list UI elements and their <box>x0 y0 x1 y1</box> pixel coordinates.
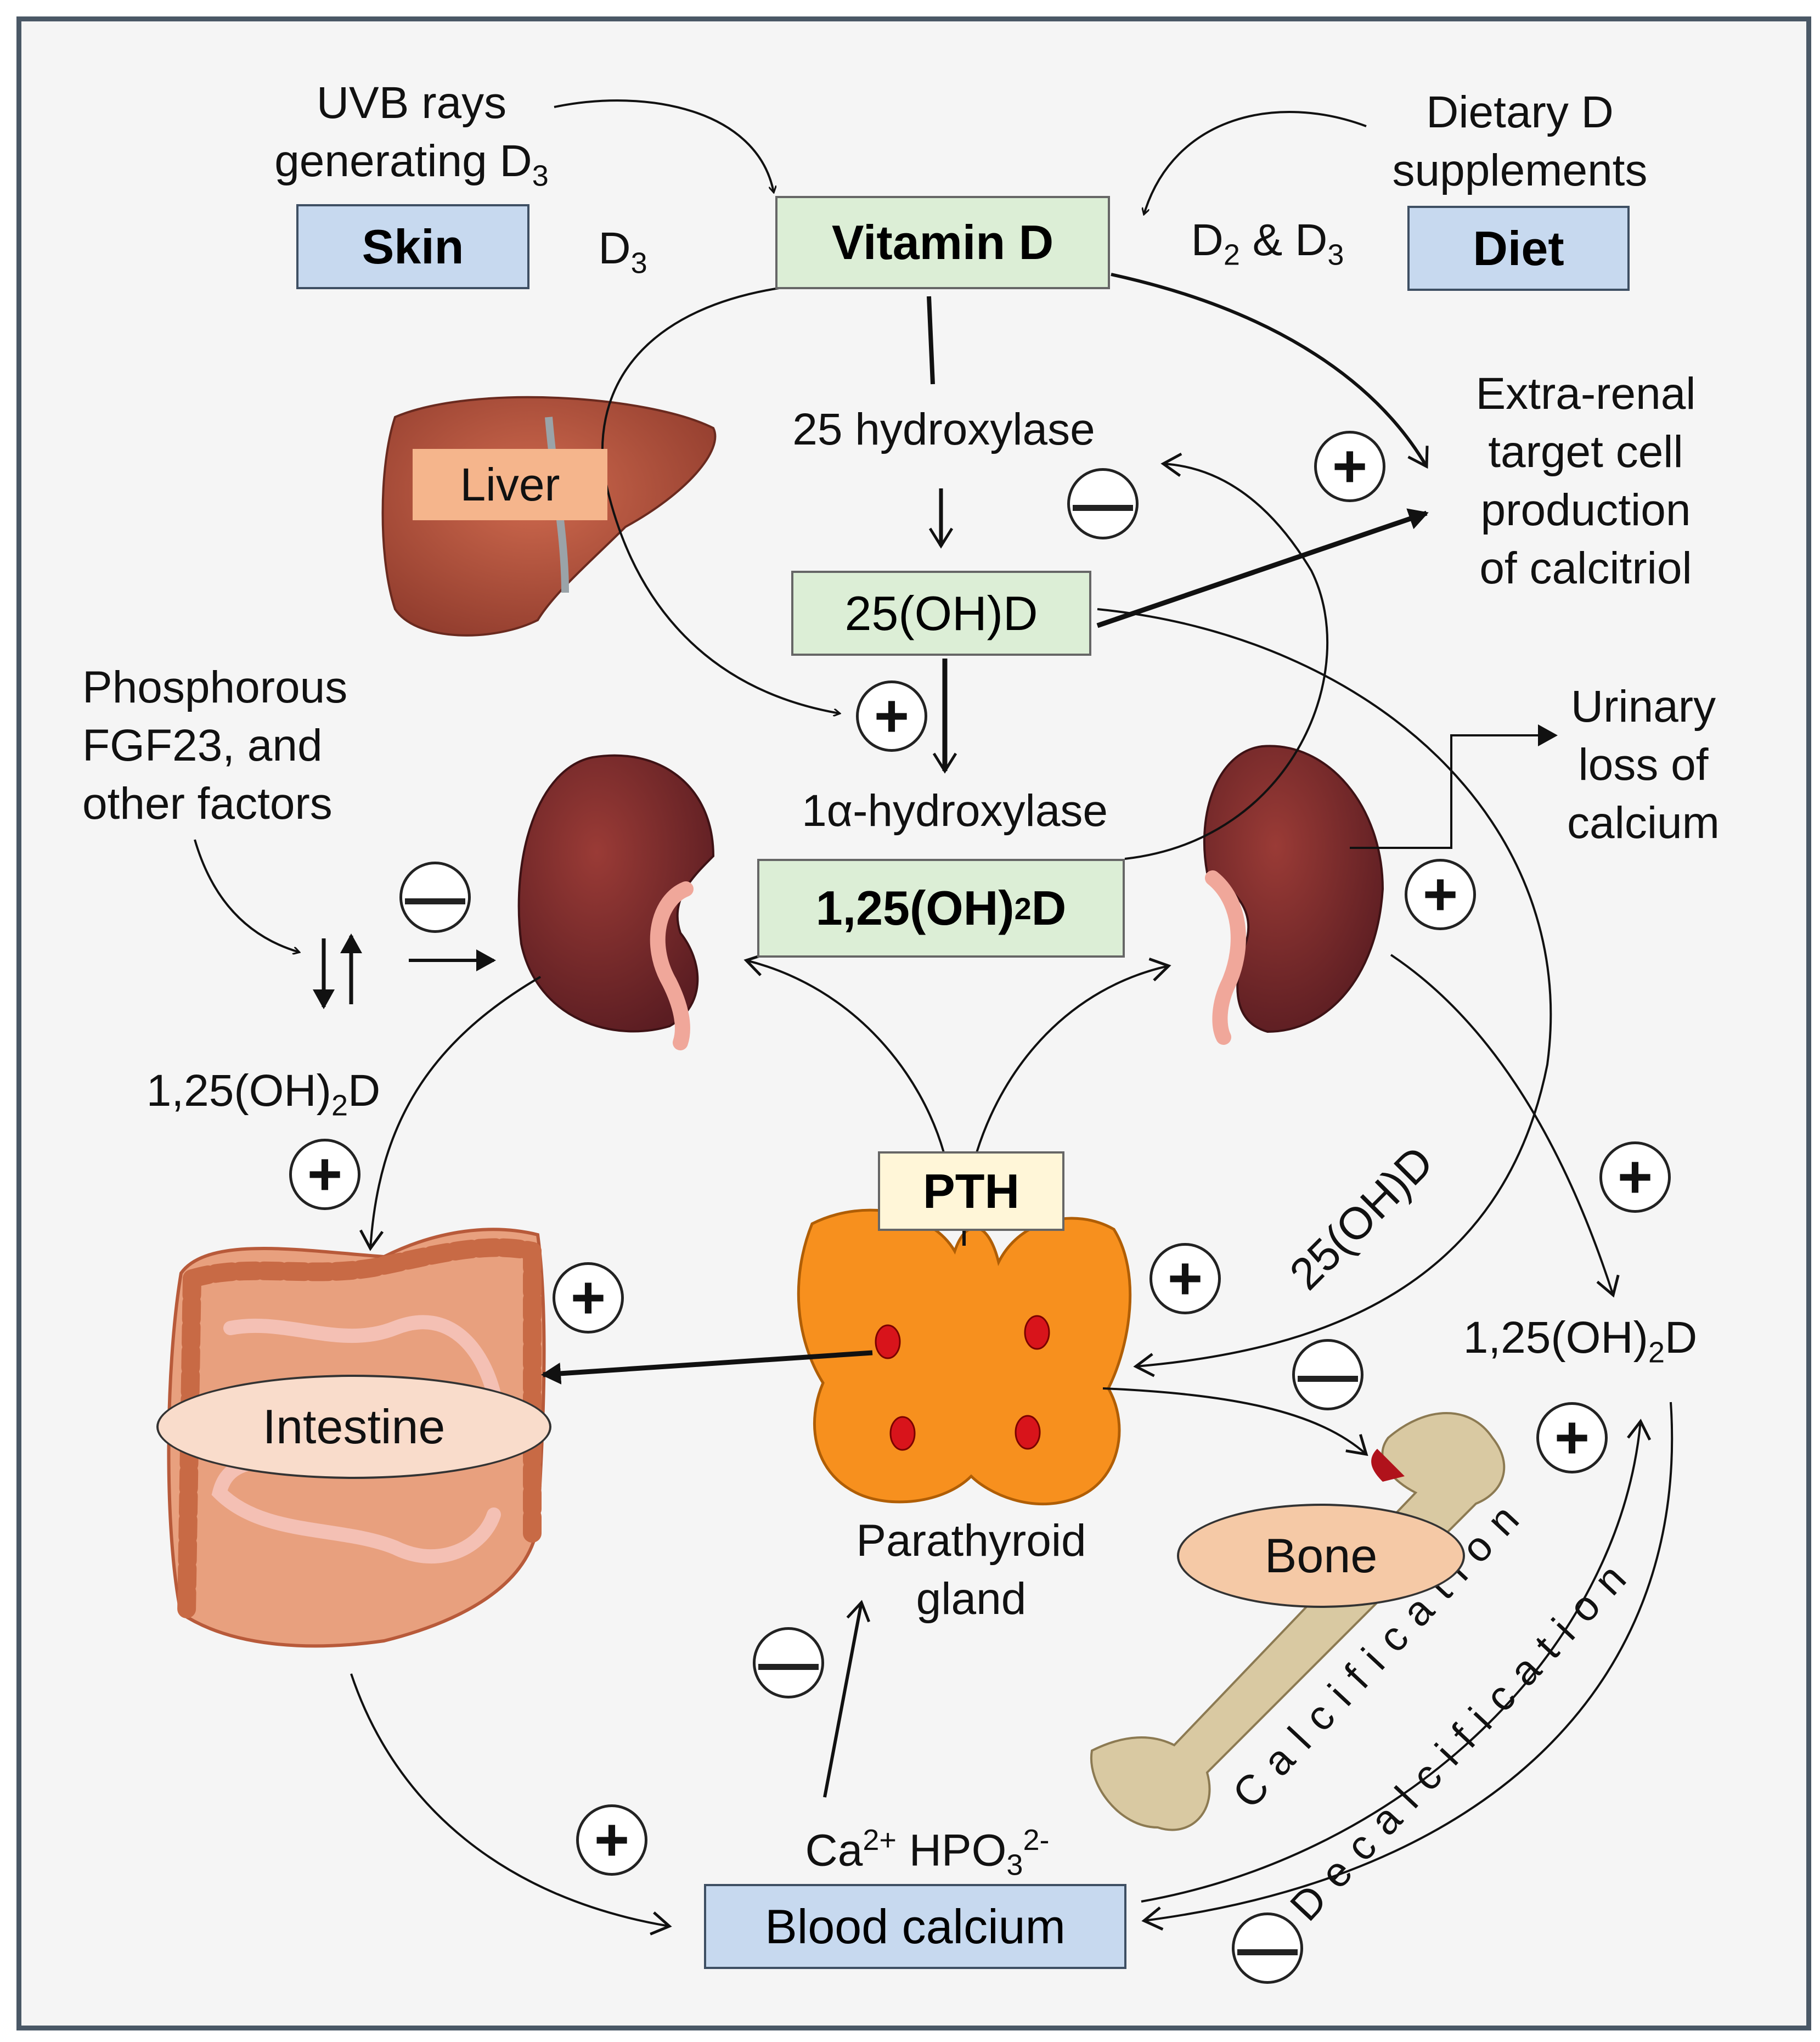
phosphorous-line-3: other factors <box>82 779 333 829</box>
minus-sign-phosphorous: — <box>399 862 471 933</box>
25ohd-box: 25(OH)D <box>791 571 1091 656</box>
rotated-25ohd-label: 25(OH)D <box>1280 1137 1443 1299</box>
urinary-line-1: Urinary <box>1570 682 1716 732</box>
extra-renal-line-3: production <box>1480 485 1691 535</box>
right-calcitriol-end: D <box>1665 1313 1698 1363</box>
minus-sign-25-hydroxylase: — <box>1067 468 1139 539</box>
dietary-label: Dietary D supplements <box>1355 83 1684 200</box>
plus-sign-urinary: + <box>1405 859 1476 930</box>
extra-renal-line-4: of calcitriol <box>1479 543 1692 593</box>
urinary-line-2: loss of <box>1578 740 1709 790</box>
d2-sub: 2 <box>1223 238 1240 272</box>
phosphorous-line-1: Phosphorous <box>82 662 348 712</box>
diet-box: Diet <box>1407 206 1630 291</box>
ca-sup: 2+ <box>863 1824 897 1857</box>
parathyroid-illustration <box>797 1208 1132 1506</box>
d3-text: D <box>598 223 631 273</box>
ions-label: Ca2+ HPO32- <box>757 1811 1097 1894</box>
phosphorous-line-2: FGF23, and <box>82 721 323 770</box>
extra-renal-label: Extra-renal target cell production of ca… <box>1405 365 1767 598</box>
right-calcitriol-label: 1,25(OH)2D <box>1427 1309 1734 1381</box>
diagram-frame <box>16 16 1811 2030</box>
intestine-label: Intestine <box>156 1375 551 1479</box>
plus-sign-parathyroid: + <box>1150 1243 1221 1314</box>
plus-sign-right-kidney: + <box>1599 1141 1671 1213</box>
ca-text: Ca <box>805 1825 863 1876</box>
d3b-sub: 3 <box>1327 238 1344 272</box>
plus-sign-calcification: + <box>1536 1402 1608 1473</box>
left-calcitriol-end: D <box>348 1066 381 1116</box>
right-calcitriol-text: 1,25(OH) <box>1463 1313 1648 1363</box>
left-calcitriol-sub: 2 <box>331 1089 348 1122</box>
d2-text: D <box>1191 215 1224 265</box>
uvb-line2-text: generating D <box>274 136 532 186</box>
left-calcitriol-text: 1,25(OH) <box>146 1066 331 1116</box>
arrows <box>194 99 1674 1926</box>
skin-box: Skin <box>296 204 529 289</box>
extra-renal-line-1: Extra-renal <box>1475 369 1696 419</box>
right-calcitriol-sub: 2 <box>1648 1336 1665 1369</box>
plus-sign-intestine: + <box>553 1262 624 1334</box>
calcitriol-end: D <box>1031 881 1067 935</box>
calcitriol-sub: 2 <box>1014 891 1032 926</box>
plus-sign-blood-calcium: + <box>576 1804 647 1876</box>
d3-label: D3 <box>587 220 658 292</box>
calcitriol-text: 1,25(OH) <box>815 881 1015 935</box>
d3-mid: & D <box>1239 215 1328 265</box>
minus-sign-bone: — <box>1292 1339 1363 1410</box>
bone-label: Bone <box>1177 1504 1465 1608</box>
uvb-label: UVB rays generating D3 <box>219 74 604 205</box>
minus-sign-decalcification: — <box>1232 1912 1303 1984</box>
liver-label: Liver <box>413 449 607 520</box>
25-hydroxylase-label: 25 hydroxylase <box>792 404 1095 454</box>
plus-sign-extra-renal: + <box>1314 431 1385 502</box>
uvb-line1: UVB rays <box>316 78 507 128</box>
parathyroid-line-1: Parathyroid <box>856 1516 1086 1566</box>
left-kidney-illustration <box>517 754 715 1050</box>
phosphorous-label: Phosphorous FGF23, and other factors <box>82 659 347 833</box>
plus-sign-1alpha: + <box>856 680 927 752</box>
right-kidney-illustration <box>1203 745 1384 1045</box>
d2-d3-label: D2 & D3 <box>1163 211 1372 284</box>
minus-sign-parathyroid-feedback: — <box>753 1627 824 1698</box>
blood-calcium-box: Blood calcium <box>704 1884 1126 1969</box>
dietary-line2: supplements <box>1392 145 1648 195</box>
hpo-sup: 2- <box>1023 1824 1050 1857</box>
hpo-sub: 3 <box>1006 1848 1023 1882</box>
d3-sub: 3 <box>630 246 647 280</box>
extra-renal-line-2: target cell <box>1488 427 1683 477</box>
1alpha-hydroxylase-label: 1α-hydroxylase <box>802 786 1108 836</box>
urinary-label: Urinary loss of calcium <box>1542 678 1745 852</box>
urinary-line-3: calcium <box>1567 798 1720 848</box>
pth-box: PTH <box>878 1151 1064 1231</box>
uvb-line2: generating D3 <box>219 132 604 205</box>
vitamin-d-box: Vitamin D <box>775 196 1110 289</box>
hpo-text: HPO <box>896 1825 1007 1876</box>
parathyroid-line-2: gland <box>916 1574 1027 1624</box>
plus-sign-left-calcitriol: + <box>289 1139 360 1210</box>
dietary-line1: Dietary D <box>1426 87 1614 137</box>
left-calcitriol-label: 1,25(OH)2D <box>110 1062 417 1134</box>
uvb-line2-sub: 3 <box>532 159 549 193</box>
parathyroid-label: Parathyroid gland <box>801 1512 1141 1628</box>
